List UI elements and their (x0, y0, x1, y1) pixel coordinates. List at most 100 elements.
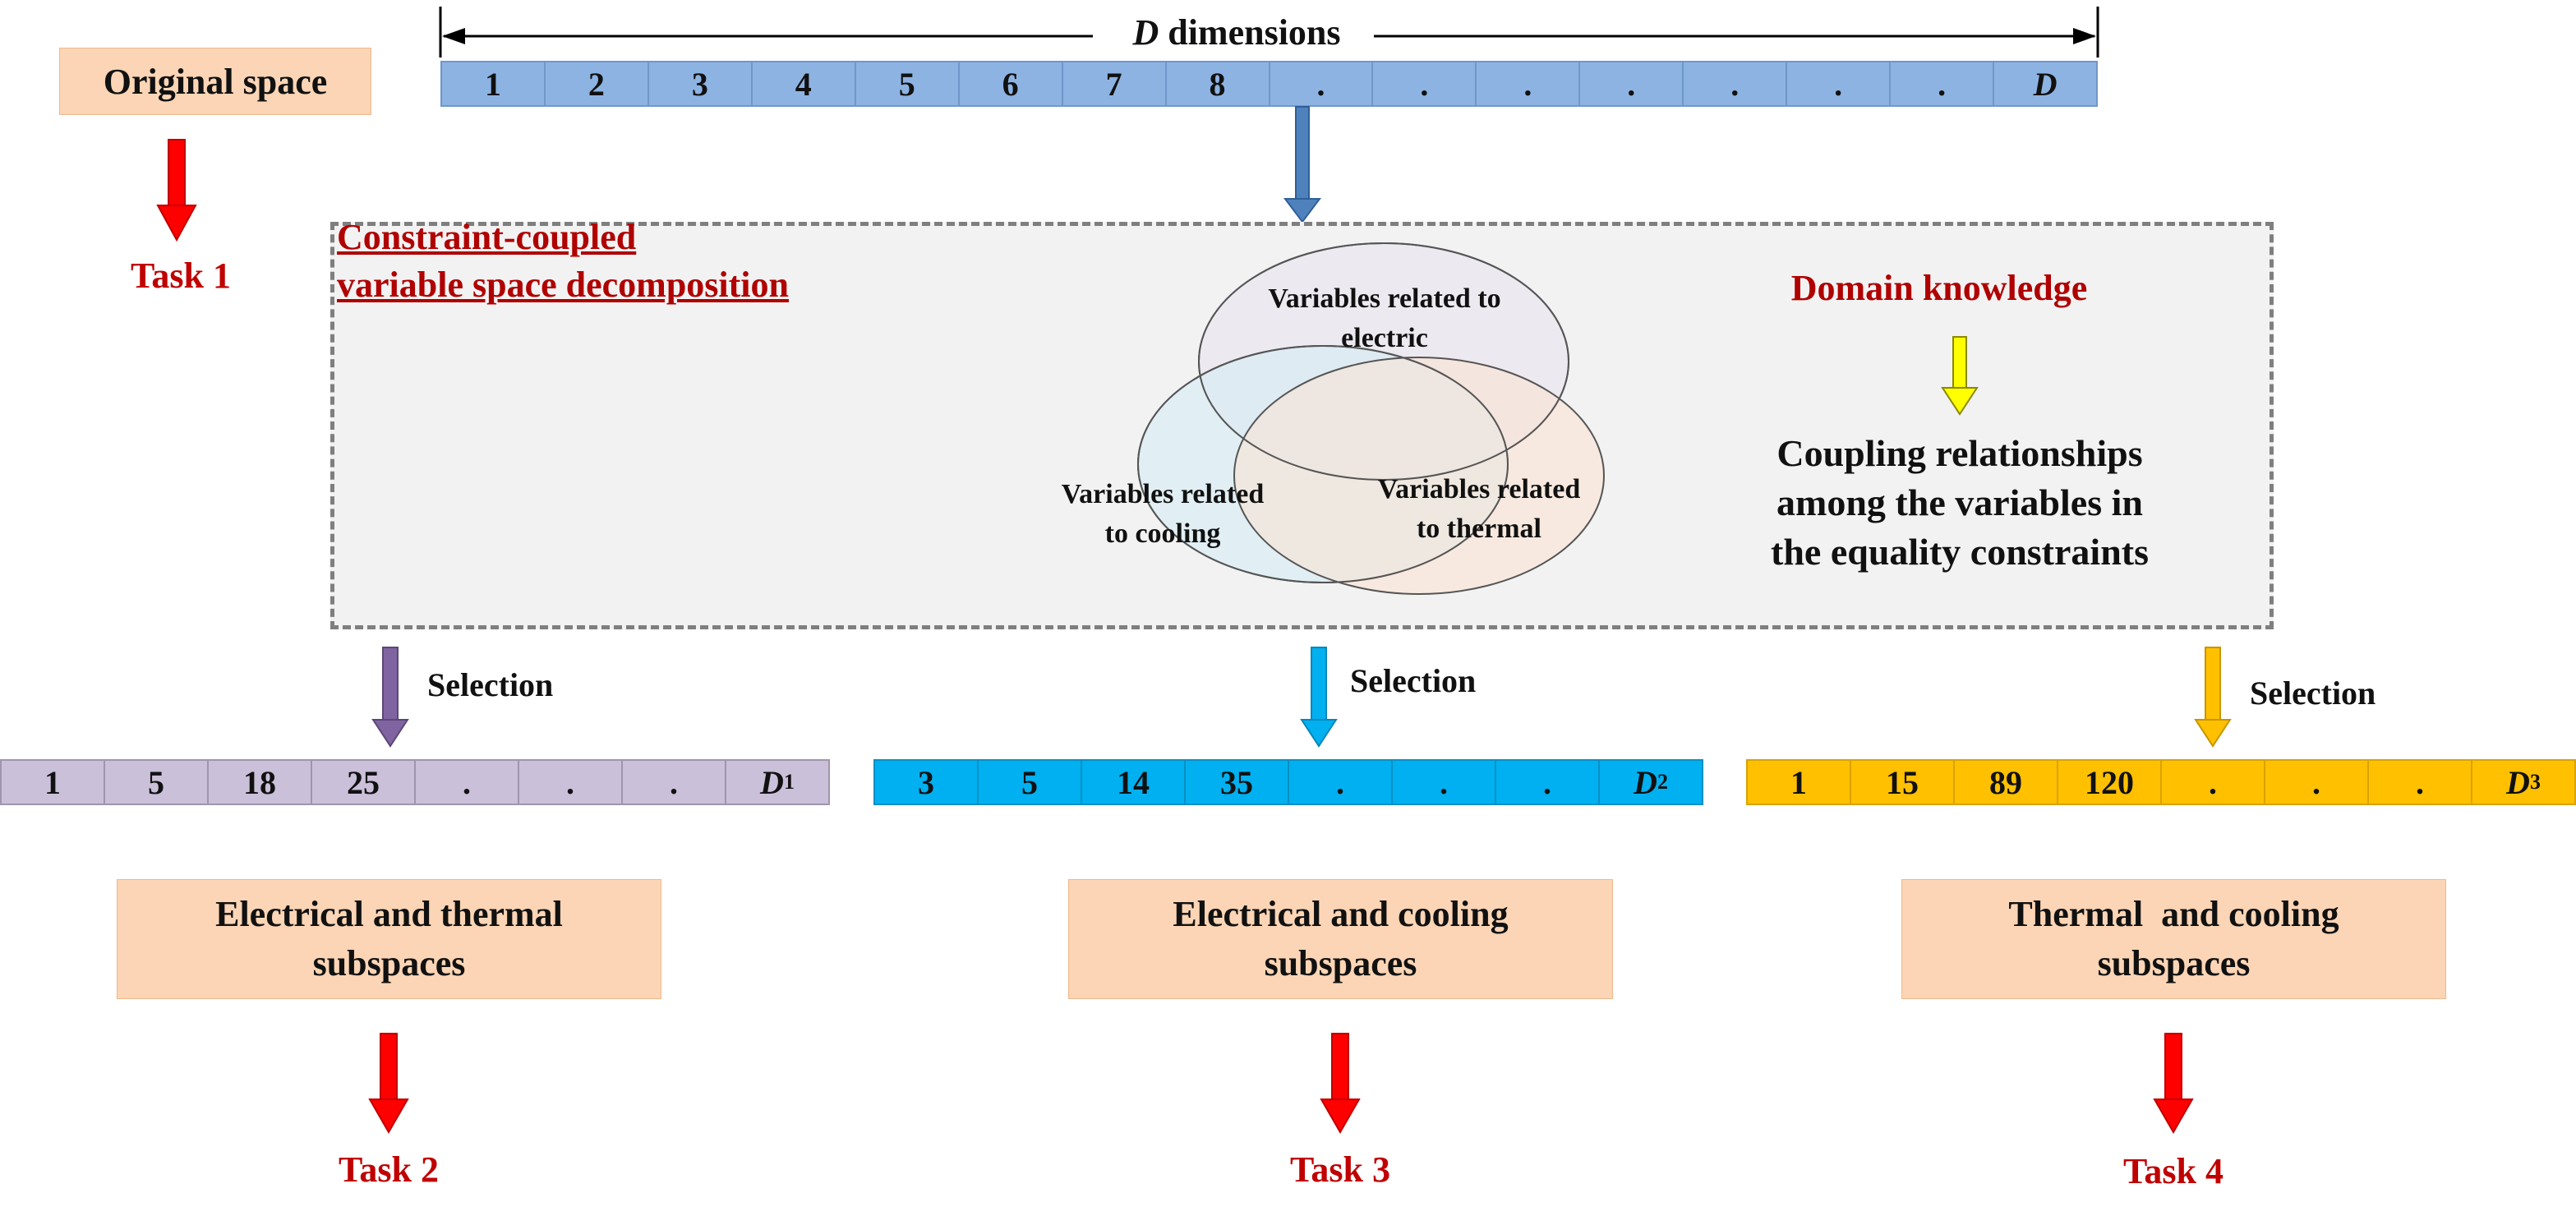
bar1-cell: . (416, 761, 519, 804)
bar1-cell: 1 (2, 761, 105, 804)
original-cell: 1 (442, 62, 546, 105)
task3-arrow (1320, 1033, 1361, 1135)
selection2-label: Selection (1350, 662, 1477, 699)
original-cell: . (1580, 62, 1684, 105)
selection3-label: Selection (2250, 675, 2376, 712)
venn-thermal-label: Variables related to thermal (1298, 470, 1660, 549)
bar1-cell: . (519, 761, 623, 804)
bar3-cell: 120 (2058, 761, 2162, 804)
original-cell: . (1787, 62, 1892, 105)
bar2-cell: . (1496, 761, 1600, 804)
coupling-line2: among the variables in (1776, 481, 2143, 523)
sub1-line1: Electrical and thermal (215, 894, 563, 934)
original-cell: . (1373, 62, 1477, 105)
bar3-cell: 1 (1748, 761, 1851, 804)
bar3-cell: 15 (1851, 761, 1955, 804)
blue-down-arrow (1283, 106, 1321, 223)
bar3-cell: 89 (1955, 761, 2058, 804)
original-cell: 2 (546, 62, 649, 105)
sub2-line1: Electrical and cooling (1173, 894, 1509, 934)
sub1-line2: subspaces (312, 943, 466, 983)
bar2-cell: 35 (1186, 761, 1289, 804)
bar2-cell: . (1289, 761, 1393, 804)
decomposition-title: Constraint-coupled variable space decomp… (337, 214, 789, 309)
bar3-last-d: D (2506, 763, 2530, 801)
bar3-last-sub: 3 (2529, 770, 2541, 794)
original-cell: . (1477, 62, 1581, 105)
bar2-cell: . (1393, 761, 1496, 804)
bar1-last-sub: 1 (783, 770, 795, 794)
venn-diagram (1137, 242, 1605, 595)
venn-thermal-ellipse (1233, 357, 1605, 595)
selection1-arrow (371, 647, 409, 748)
bar3-cell: . (2162, 761, 2265, 804)
bar1-cell: 5 (105, 761, 209, 804)
task1-arrow (156, 139, 197, 242)
venn-cooling-line1: Variables related (1061, 479, 1265, 509)
bar2-cell: 5 (979, 761, 1082, 804)
domain-knowledge-label: Domain knowledge (1790, 268, 2088, 308)
sub3-line1: Thermal and cooling (2008, 894, 2339, 934)
bar2-cell: 14 (1082, 761, 1186, 804)
bar2-last-sub: 2 (1657, 770, 1668, 794)
original-cell: 8 (1167, 62, 1270, 105)
task2-arrow (368, 1033, 409, 1135)
bar3-cell: . (2265, 761, 2369, 804)
original-space-label: Original space (103, 61, 328, 102)
sub2-line2: subspaces (1264, 943, 1417, 983)
task2-label: Task 2 (339, 1149, 439, 1190)
bar1-cell: . (623, 761, 726, 804)
domain-arrow (1941, 336, 1979, 416)
original-cell: 7 (1063, 62, 1167, 105)
original-cell: . (1684, 62, 1788, 105)
original-cell: 4 (753, 62, 856, 105)
subspace-box-thermal-cooling: Thermal and cooling subspaces (1901, 879, 2446, 999)
task4-label: Task 4 (2123, 1151, 2223, 1191)
venn-thermal-line1: Variables related (1377, 474, 1581, 504)
task1-label: Task 1 (131, 256, 231, 296)
subspace-box-electrical-cooling: Electrical and cooling subspaces (1068, 879, 1613, 999)
original-cell-last: D (2033, 65, 2058, 103)
venn-thermal-line2: to thermal (1416, 514, 1541, 544)
sub3-line2: subspaces (2097, 943, 2251, 983)
task3-label: Task 3 (1290, 1149, 1390, 1190)
selection2-arrow (1300, 647, 1338, 748)
decomposition-title-line1: Constraint-coupled (337, 217, 637, 257)
decomposition-title-line2: variable space decomposition (337, 265, 789, 305)
original-cell: 5 (856, 62, 960, 105)
dimensions-d: D (1132, 12, 1159, 53)
bar3-cell: . (2369, 761, 2472, 804)
bar1-cell: 18 (209, 761, 312, 804)
subspace-box-electrical-thermal: Electrical and thermal subspaces (117, 879, 661, 999)
venn-electric-label: Variables related to electric (1134, 279, 1635, 358)
venn-cooling-label: Variables related to cooling (982, 475, 1343, 554)
coupling-line1: Coupling relationships (1776, 432, 2143, 474)
original-cell: 3 (649, 62, 753, 105)
bar1-cell: 25 (312, 761, 416, 804)
original-cell: 6 (960, 62, 1063, 105)
original-variable-bar: 1 2 3 4 5 6 7 8 . . . . . . . D (440, 61, 2098, 107)
venn-cooling-line2: to cooling (1104, 518, 1221, 549)
task4-arrow (2153, 1033, 2194, 1135)
venn-electric-line1: Variables related to (1268, 283, 1501, 314)
venn-electric-line2: electric (1341, 323, 1428, 353)
coupling-relationships-text: Coupling relationships among the variabl… (1709, 429, 2210, 577)
coupling-line3: the equality constraints (1771, 531, 2149, 573)
selection3-arrow (2194, 647, 2232, 748)
bar2-cell: 3 (875, 761, 979, 804)
dimensions-label: D dimensions (1101, 12, 1372, 53)
dimensions-text: dimensions (1159, 12, 1341, 53)
original-cell: . (1891, 62, 1995, 105)
original-space-box: Original space (59, 48, 371, 115)
selection1-label: Selection (427, 666, 554, 703)
bar2-last-d: D (1634, 763, 1657, 801)
original-cell: . (1270, 62, 1374, 105)
bar1-last-d: D (760, 763, 784, 801)
